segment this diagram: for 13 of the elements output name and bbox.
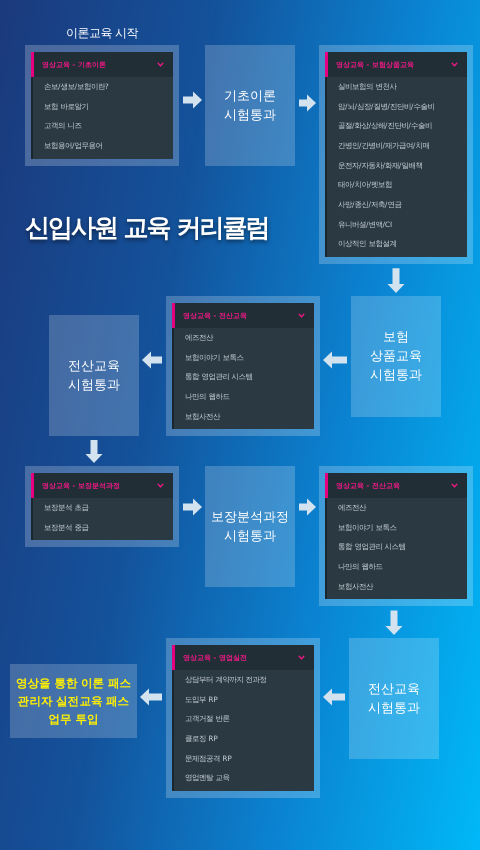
panel-frame (25, 45, 179, 166)
step-box: 보장분석과정 시험통과 (205, 466, 295, 587)
step-box: 전산교육 시험통과 (49, 315, 139, 436)
page-title: 신입사원 교육 커리큘럼 (25, 213, 268, 243)
panel-frame (319, 466, 473, 606)
step-box: 전산교육 시험통과 (349, 638, 439, 759)
panel-frame (166, 296, 320, 436)
step-box: 보험 상품교육 시험통과 (351, 296, 441, 417)
result-box: 영상을 통한 이론 패스 관리자 실전교육 패스 업무 투입 (10, 664, 137, 738)
step-box: 기초이론 시험통과 (205, 45, 295, 166)
section-label: 이론교육 시작 (66, 26, 138, 41)
panel-frame (25, 466, 179, 548)
panel-frame (166, 638, 320, 798)
